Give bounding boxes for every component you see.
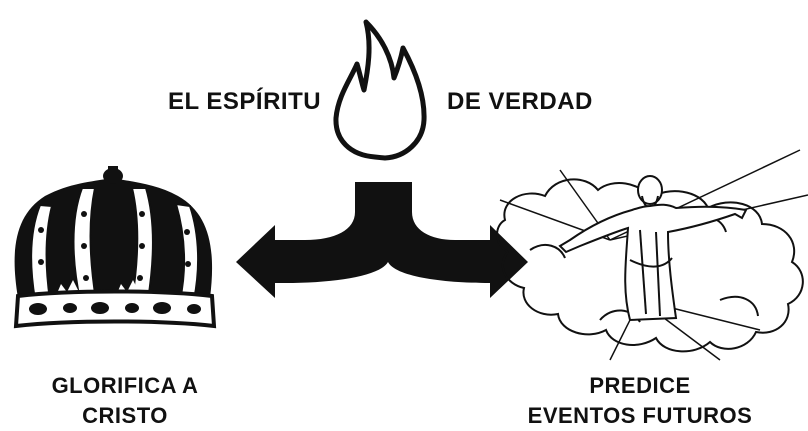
caption-left-line-1: GLORIFICA A [51, 373, 199, 398]
caption-right-line-1: PREDICE [589, 373, 691, 398]
caption-left: GLORIFICA A CRISTO [30, 371, 220, 431]
christ-in-clouds-icon [496, 149, 808, 361]
double-arrow-icon [236, 182, 528, 298]
caption-right-line-2: EVENTOS FUTUROS [527, 403, 753, 428]
flame-icon [333, 19, 427, 161]
title-left: EL ESPÍRITU [168, 88, 322, 115]
crown-icon [13, 166, 217, 329]
caption-right: PREDICE EVENTOS FUTUROS [505, 371, 775, 431]
caption-left-line-2: CRISTO [82, 403, 168, 428]
title-right: DE VERDAD [447, 88, 593, 115]
